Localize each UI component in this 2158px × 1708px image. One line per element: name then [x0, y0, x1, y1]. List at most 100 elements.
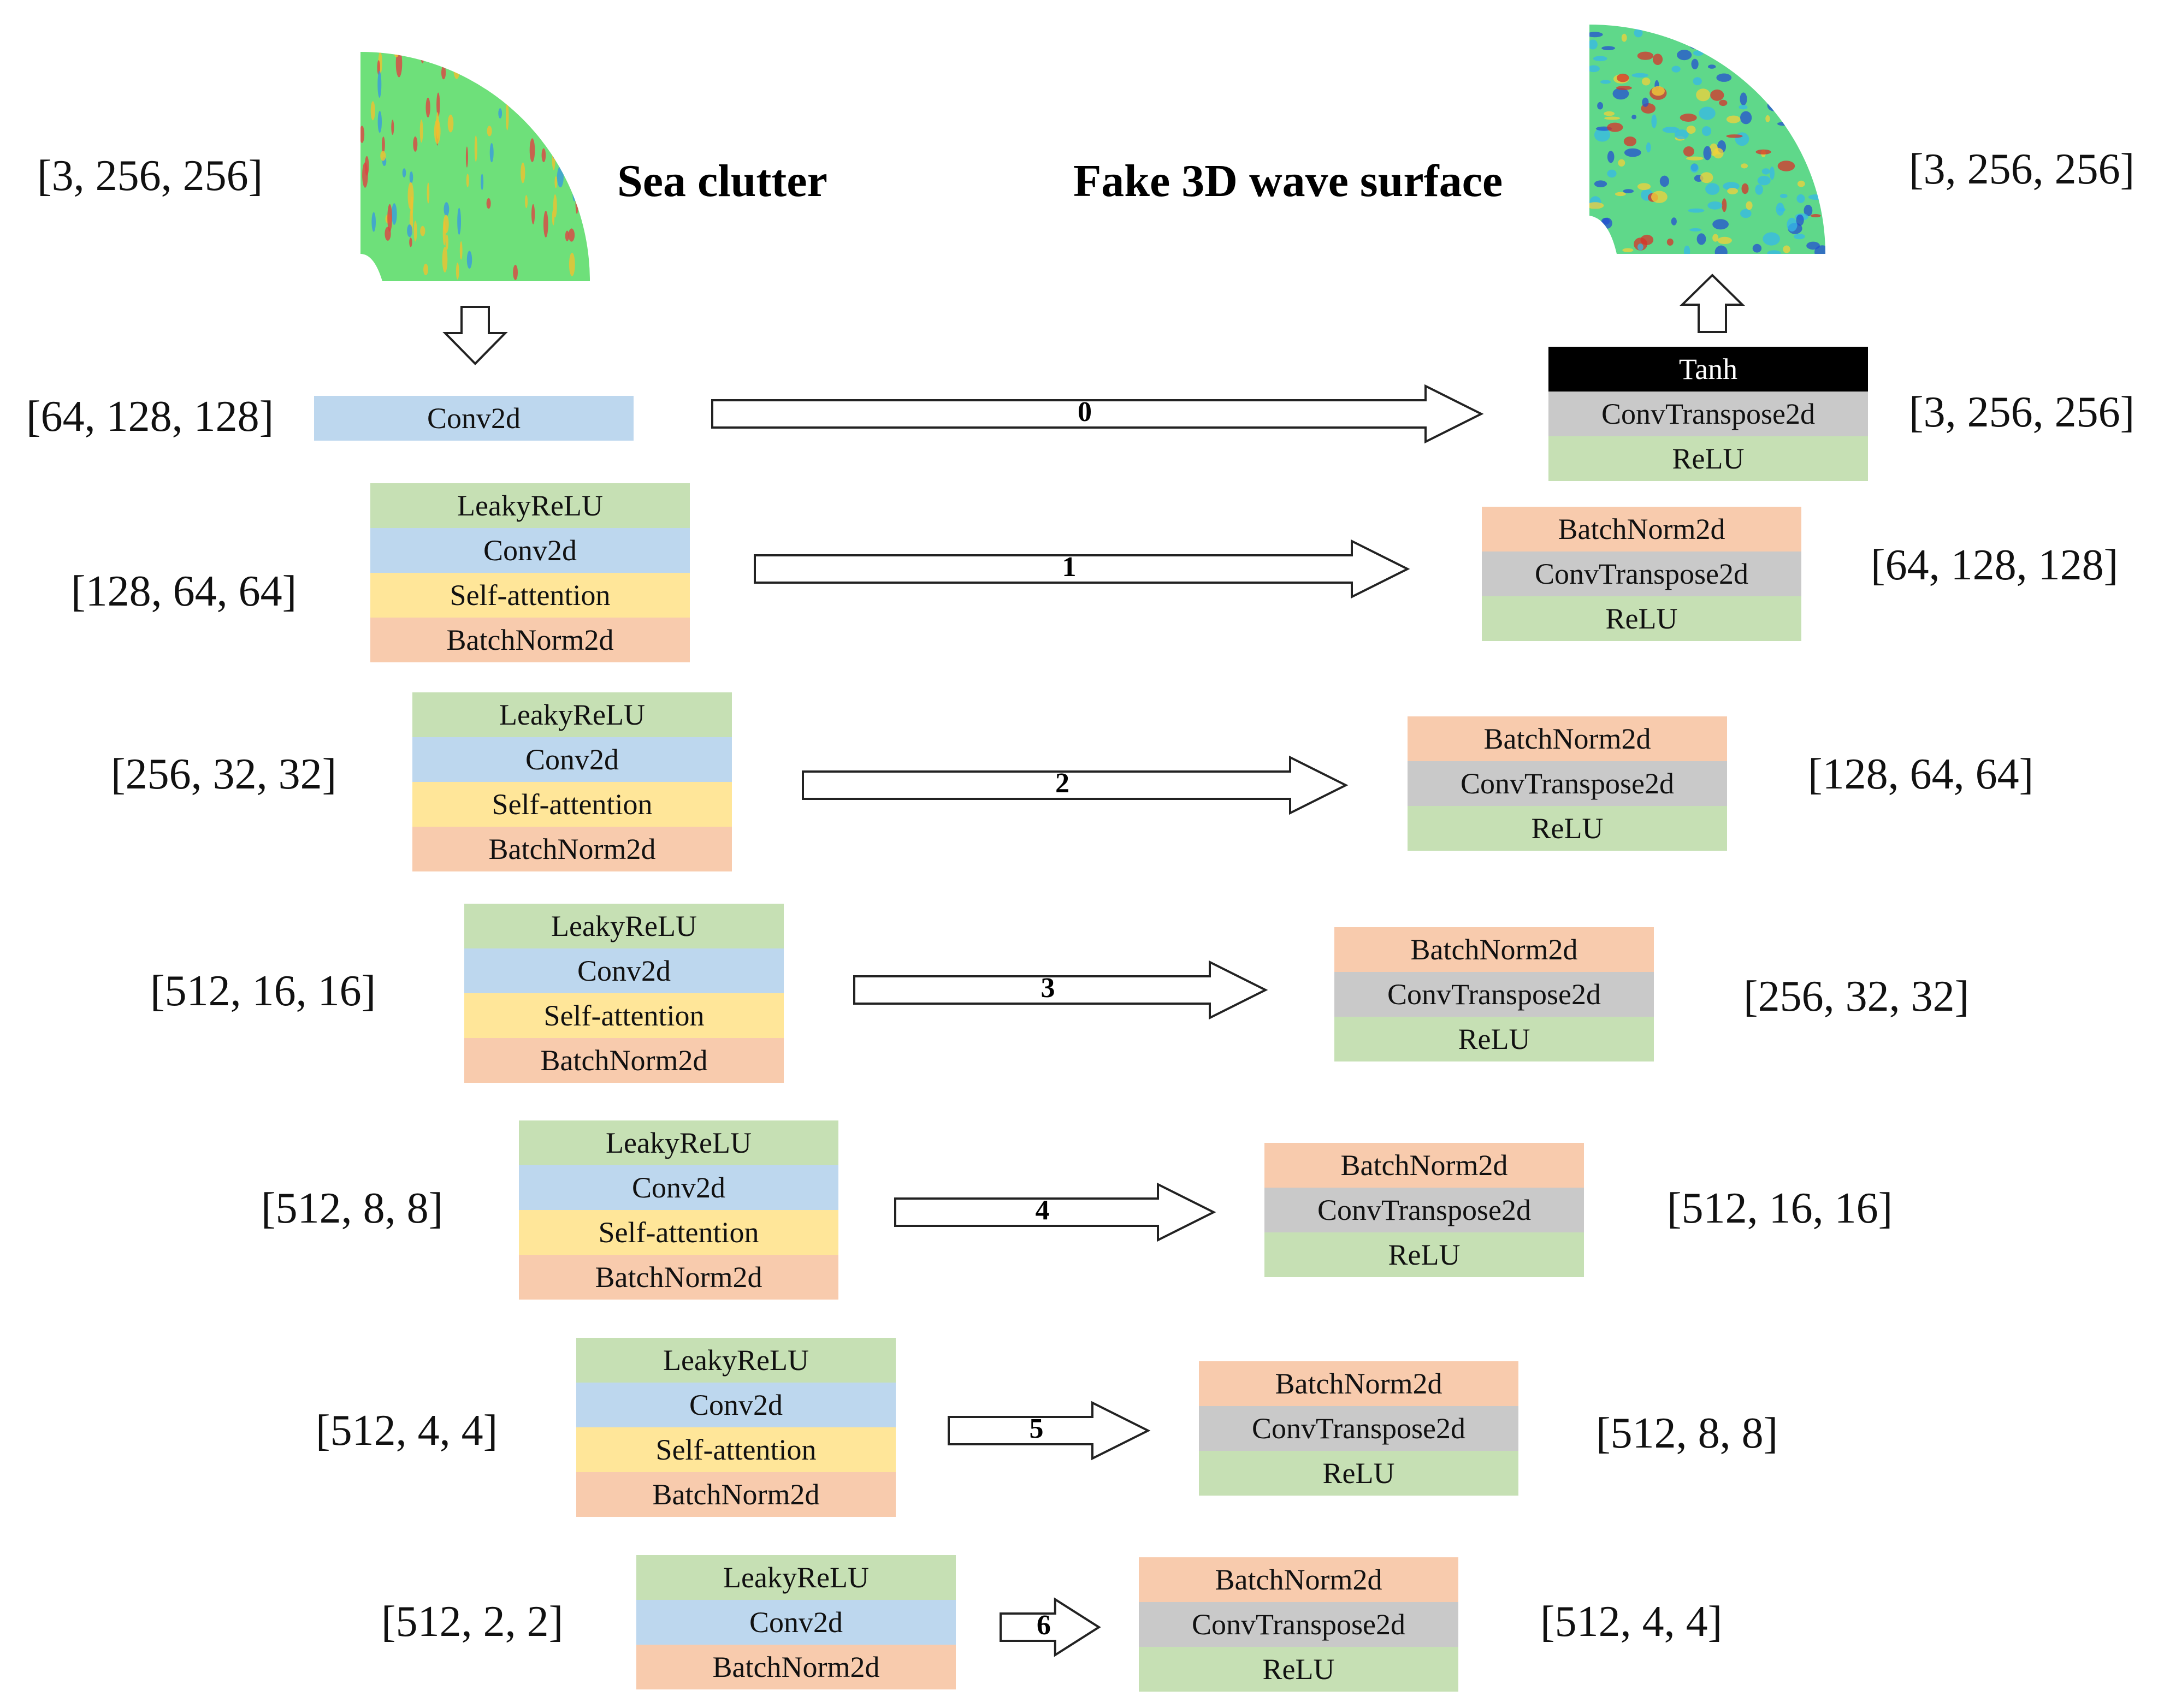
- encoder-layer-self-attention: Self-attention: [370, 573, 690, 618]
- skip-arrow-3: 3: [853, 960, 1268, 1020]
- skip-label-2: 2: [1055, 768, 1069, 799]
- encoder-layer-leakyrelu: LeakyReLU: [464, 904, 784, 948]
- encoder-layer-leakyrelu: LeakyReLU: [412, 692, 732, 737]
- encoder-dim-3: [512, 16, 16]: [150, 967, 376, 1015]
- skip-label-6: 6: [1036, 1610, 1051, 1641]
- decoder-layer-relu: ReLU: [1264, 1232, 1584, 1277]
- decoder-layer-relu: ReLU: [1139, 1647, 1458, 1692]
- skip-label-3: 3: [1040, 972, 1055, 1004]
- decoder-layer-tanh: Tanh: [1548, 347, 1868, 392]
- encoder-layer-conv2d: Conv2d: [370, 528, 690, 573]
- decoder-layer-relu: ReLU: [1334, 1017, 1654, 1061]
- skip-arrow-6: 6: [1000, 1597, 1101, 1657]
- encoder-layer-batchnorm2d: BatchNorm2d: [464, 1038, 784, 1083]
- skip-arrow-shape-3: [853, 960, 1268, 1020]
- encoder-layer-leakyrelu: LeakyReLU: [370, 483, 690, 528]
- skip-arrow-0: 0: [711, 384, 1484, 444]
- encoder-layer-conv2d: Conv2d: [519, 1165, 838, 1210]
- encoder-dim-4: [512, 8, 8]: [261, 1184, 444, 1232]
- encoder-dim-5: [512, 4, 4]: [316, 1407, 498, 1455]
- decoder-layer-relu: ReLU: [1482, 596, 1801, 641]
- decoder-layer-batchnorm2d: BatchNorm2d: [1199, 1361, 1518, 1406]
- sea-clutter-image: [360, 52, 590, 281]
- encoder-layer-conv2d: Conv2d: [636, 1600, 956, 1645]
- decoder-dim-0: [3, 256, 256]: [1909, 388, 2135, 436]
- encoder-dim-6: [512, 2, 2]: [381, 1598, 564, 1646]
- skip-arrow-shape-5: [948, 1401, 1151, 1461]
- skip-arrow-shape-6: [1000, 1597, 1101, 1657]
- decoder-layer-convtranspose2d: ConvTranspose2d: [1334, 972, 1654, 1017]
- decoder-layer-batchnorm2d: BatchNorm2d: [1139, 1557, 1458, 1602]
- encoder-block-0: Conv2d: [314, 396, 634, 441]
- input-image-dim: [3, 256, 256]: [37, 152, 263, 200]
- skip-arrow-1: 1: [754, 539, 1410, 599]
- encoder-layer-self-attention: Self-attention: [412, 782, 732, 827]
- output-title: Fake 3D wave surface: [1073, 156, 1503, 206]
- encoder-dim-1: [128, 64, 64]: [71, 567, 297, 615]
- down-arrow: [442, 306, 508, 365]
- encoder-layer-conv2d: Conv2d: [314, 396, 634, 441]
- encoder-layer-conv2d: Conv2d: [576, 1383, 896, 1427]
- encoder-layer-batchnorm2d: BatchNorm2d: [576, 1472, 896, 1517]
- skip-arrow-2: 2: [802, 755, 1349, 815]
- skip-arrow-shape-2: [802, 755, 1349, 815]
- decoder-layer-batchnorm2d: BatchNorm2d: [1264, 1143, 1584, 1188]
- skip-label-4: 4: [1035, 1195, 1050, 1226]
- encoder-layer-batchnorm2d: BatchNorm2d: [412, 827, 732, 871]
- decoder-layer-convtranspose2d: ConvTranspose2d: [1408, 761, 1727, 806]
- skip-label-1: 1: [1062, 551, 1077, 583]
- decoder-dim-1: [64, 128, 128]: [1871, 541, 2119, 589]
- decoder-layer-relu: ReLU: [1408, 806, 1727, 851]
- skip-label-0: 0: [1078, 396, 1092, 428]
- skip-arrow-shape-0: [711, 384, 1484, 444]
- decoder-layer-convtranspose2d: ConvTranspose2d: [1199, 1406, 1518, 1451]
- encoder-layer-batchnorm2d: BatchNorm2d: [370, 618, 690, 662]
- skip-arrow-5: 5: [948, 1401, 1151, 1461]
- decoder-layer-convtranspose2d: ConvTranspose2d: [1264, 1188, 1584, 1232]
- encoder-layer-leakyrelu: LeakyReLU: [576, 1338, 896, 1383]
- skip-arrow-shape-1: [754, 539, 1410, 599]
- decoder-layer-relu: ReLU: [1199, 1451, 1518, 1496]
- encoder-dim-2: [256, 32, 32]: [111, 750, 337, 798]
- encoder-layer-self-attention: Self-attention: [464, 993, 784, 1038]
- decoder-dim-6: [512, 4, 4]: [1540, 1598, 1723, 1646]
- fake-wave-surface-image: [1589, 25, 1825, 254]
- decoder-dim-3: [256, 32, 32]: [1743, 972, 1970, 1021]
- decoder-layer-batchnorm2d: BatchNorm2d: [1482, 507, 1801, 551]
- encoder-layer-conv2d: Conv2d: [412, 737, 732, 782]
- input-title: Sea clutter: [617, 156, 827, 206]
- output-image-dim: [3, 256, 256]: [1909, 145, 2135, 193]
- encoder-layer-batchnorm2d: BatchNorm2d: [636, 1645, 956, 1689]
- skip-arrow-4: 4: [894, 1182, 1216, 1242]
- encoder-layer-batchnorm2d: BatchNorm2d: [519, 1255, 838, 1300]
- decoder-dim-4: [512, 16, 16]: [1667, 1184, 1893, 1232]
- up-arrow: [1680, 274, 1745, 333]
- skip-label-5: 5: [1029, 1413, 1044, 1444]
- decoder-layer-batchnorm2d: BatchNorm2d: [1334, 927, 1654, 972]
- encoder-layer-self-attention: Self-attention: [519, 1210, 838, 1255]
- decoder-layer-convtranspose2d: ConvTranspose2d: [1139, 1602, 1458, 1647]
- decoder-layer-convtranspose2d: ConvTranspose2d: [1548, 392, 1868, 436]
- encoder-layer-leakyrelu: LeakyReLU: [519, 1120, 838, 1165]
- decoder-layer-convtranspose2d: ConvTranspose2d: [1482, 551, 1801, 596]
- skip-arrow-shape-4: [894, 1182, 1216, 1242]
- decoder-dim-2: [128, 64, 64]: [1808, 750, 2034, 798]
- encoder-layer-conv2d: Conv2d: [464, 948, 784, 993]
- encoder-layer-leakyrelu: LeakyReLU: [636, 1555, 956, 1600]
- encoder-dim-0: [64, 128, 128]: [26, 393, 274, 441]
- decoder-layer-batchnorm2d: BatchNorm2d: [1408, 716, 1727, 761]
- decoder-layer-relu: ReLU: [1548, 436, 1868, 481]
